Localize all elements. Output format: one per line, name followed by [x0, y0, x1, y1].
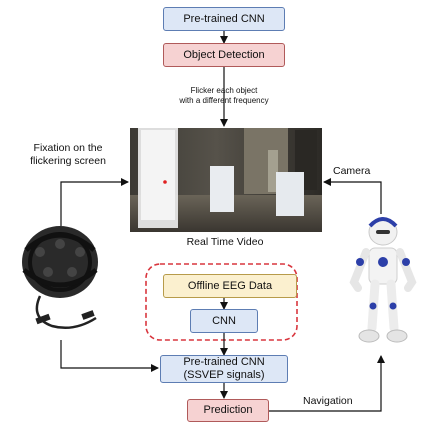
flicker-caption: Flicker each object with a different fre…: [150, 86, 298, 106]
pretrained-cnn-ssvep-label-line2: (SSVEP signals): [183, 369, 265, 381]
fixation-caption-line1: Fixation on the: [33, 142, 103, 154]
arrow-headset-to-video: [60, 178, 129, 226]
cnn-label: CNN: [212, 314, 236, 327]
nao-robot-image: [349, 217, 417, 343]
object-detection-box: Object Detection: [163, 43, 285, 67]
flicker-caption-line1: Flicker each object: [190, 86, 258, 95]
arrow-prediction-to-robot: [269, 355, 385, 412]
pretrained-cnn-ssvep-label-line1: Pre-trained CNN: [183, 356, 265, 368]
offline-training-region: [145, 263, 298, 341]
real-time-video-image: [130, 128, 322, 232]
navigation-label: Navigation: [303, 395, 353, 407]
pretrained-cnn-box: Pre-trained CNN: [163, 7, 285, 31]
connectors: [60, 31, 385, 412]
fixation-caption: Fixation on the flickering screen: [8, 142, 128, 168]
cnn-box: CNN: [190, 309, 258, 333]
pretrained-cnn-ssvep-box: Pre-trained CNN (SSVEP signals): [160, 355, 288, 383]
eeg-headset-image: [22, 226, 98, 329]
object-detection-label: Object Detection: [183, 48, 265, 61]
camera-label: Camera: [333, 165, 371, 177]
pretrained-cnn-label: Pre-trained CNN: [183, 12, 265, 25]
real-time-video-label: Real Time Video: [186, 236, 264, 248]
prediction-label: Prediction: [203, 404, 253, 416]
offline-eeg-data-label: Offline EEG Data: [187, 279, 273, 292]
offline-eeg-data-box: Offline EEG Data: [163, 274, 297, 298]
prediction-box: Prediction: [187, 399, 269, 422]
arrow-robot-to-video: [323, 178, 382, 214]
flicker-caption-line2: with a different frequency: [179, 96, 269, 105]
fixation-caption-line2: flickering screen: [30, 155, 106, 167]
arrow-headset-to-ssvep: [60, 340, 159, 372]
